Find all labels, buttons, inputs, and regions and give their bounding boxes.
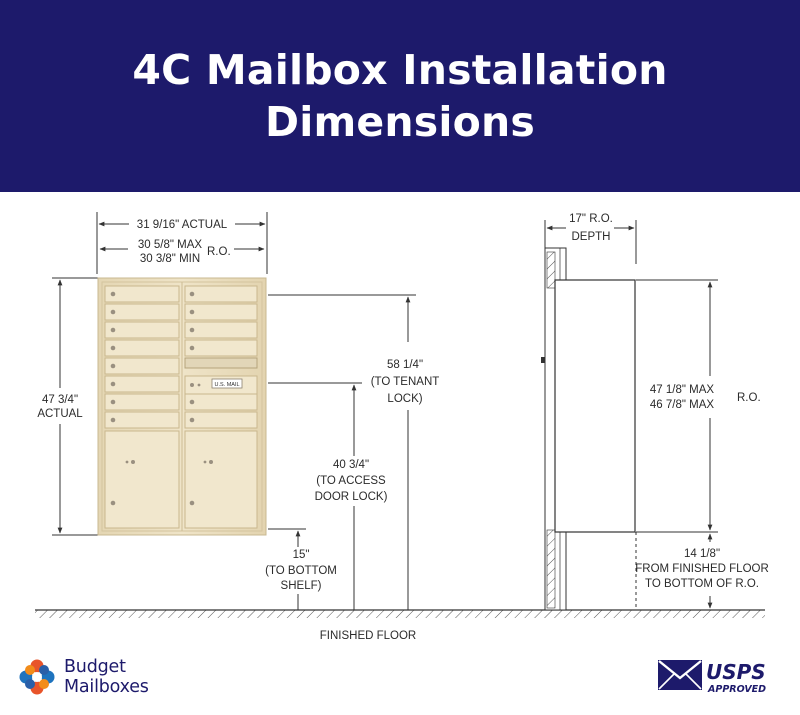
access-line-2: (TO ACCESS: [316, 475, 386, 487]
usps-approved-badge: USPS APPROVED: [658, 660, 766, 695]
finished-floor: FINISHED FLOOR: [35, 609, 765, 642]
access-line-3: DOOR LOCK): [315, 491, 388, 503]
floor-value-label: 14 1/8": [684, 548, 720, 560]
brand-line-1: Budget: [64, 657, 126, 677]
us-mail-label: U.S. MAIL: [214, 382, 239, 388]
side-max-label: 47 1/8" MAX: [650, 384, 715, 396]
height-dimension: 47 3/4" ACTUAL: [37, 277, 98, 536]
height-actual-label: ACTUAL: [37, 408, 83, 420]
floor-line-2: FROM FINISHED FLOOR: [635, 563, 769, 575]
ro-min-label: 30 3/8" MIN: [140, 253, 200, 265]
finished-floor-label: FINISHED FLOOR: [320, 630, 416, 642]
us-mail-plate: [211, 378, 243, 389]
depth-label: DEPTH: [572, 231, 611, 243]
right-lock-dots: [189, 291, 213, 506]
height-value-label: 47 3/4": [42, 394, 78, 406]
shelf-line-2: (TO BOTTOM: [265, 565, 337, 577]
budget-mailboxes-logo-icon: [19, 659, 55, 695]
ro-width-label: R.O.: [207, 246, 231, 258]
shelf-value-label: 15": [293, 549, 310, 561]
width-actual-label: 31 9/16" ACTUAL: [137, 219, 228, 231]
side-ro-height-dimension: 47 1/8" MAX 46 7/8" MAX R.O.: [636, 279, 761, 533]
depth-value-label: 17" R.O.: [569, 213, 613, 225]
mailbox-unit: U.S. MAIL: [97, 277, 267, 536]
left-column-doors: [104, 285, 180, 529]
tenant-lock-dimension: 58 1/4" (TO TENANT LOCK): [268, 294, 440, 610]
side-ro-label: R.O.: [737, 392, 761, 404]
right-column-doors: [184, 285, 258, 529]
bottom-shelf-dimension: 15" (TO BOTTOM SHELF): [265, 528, 337, 610]
page-title-line-2: Dimensions: [264, 98, 536, 146]
budget-mailboxes-logo: Budget Mailboxes: [18, 652, 149, 702]
tenant-value-label: 58 1/4": [387, 359, 423, 371]
depth-dimension: 17" R.O. DEPTH: [544, 213, 637, 264]
shelf-line-3: SHELF): [281, 580, 322, 592]
brand-line-2: Mailboxes: [64, 677, 149, 697]
usps-word: USPS: [706, 660, 766, 684]
left-lock-dots: [110, 291, 135, 506]
installation-diagram: 31 9/16" ACTUAL 30 5/8" MAX 30 3/8" MIN …: [35, 212, 769, 642]
usps-approved-word: APPROVED: [707, 684, 766, 695]
side-view-mailbox: [541, 279, 636, 533]
tenant-line-2: (TO TENANT: [371, 376, 440, 388]
rough-opening-width-dimension: 30 5/8" MAX 30 3/8" MIN R.O.: [99, 239, 265, 265]
access-lock-dimension: 40 3/4" (TO ACCESS DOOR LOCK): [268, 382, 388, 610]
floor-line-3: TO BOTTOM OF R.O.: [645, 578, 759, 590]
width-dimension: 31 9/16" ACTUAL: [96, 212, 268, 274]
tenant-line-3: LOCK): [387, 393, 422, 405]
usps-envelope-icon: [658, 660, 702, 690]
ro-max-label: 30 5/8" MAX: [138, 239, 203, 251]
access-value-label: 40 3/4": [333, 459, 369, 471]
brand-name: Budget Mailboxes: [64, 657, 149, 697]
page-title-line-1: 4C Mailbox Installation: [132, 46, 668, 94]
side-min-label: 46 7/8" MAX: [650, 399, 715, 411]
header-banner: 4C Mailbox Installation Dimensions: [0, 0, 800, 192]
floor-to-ro-dimension: 14 1/8" FROM FINISHED FLOOR TO BOTTOM OF…: [635, 532, 769, 610]
